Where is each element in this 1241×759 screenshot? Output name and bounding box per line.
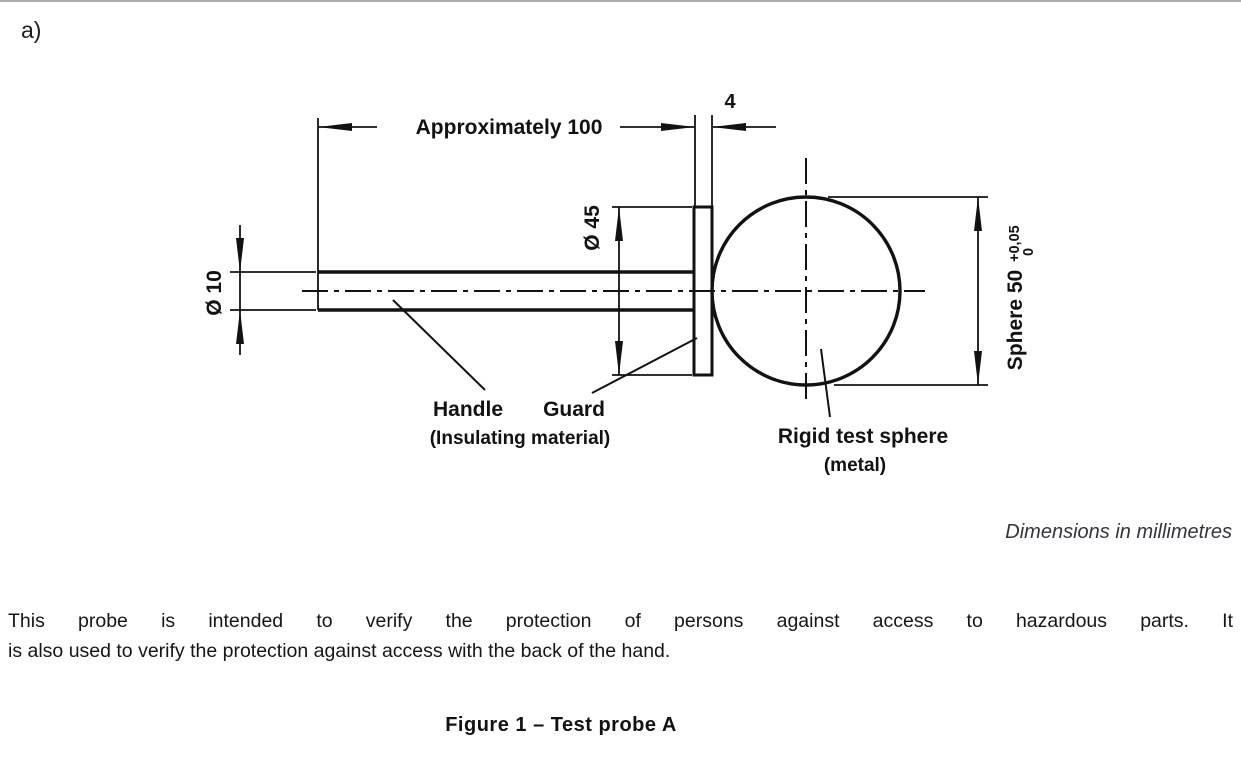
paragraph-line-1: This probe is intended to verify the pro… (8, 610, 1233, 632)
handle-label: Handle (433, 398, 503, 421)
sphere-arrow-top (974, 197, 982, 231)
handle-diameter-text: Ø 10 (203, 270, 226, 316)
sphere-label: Rigid test sphere (778, 425, 948, 448)
technical-drawing: Approximately 100 4 Ø 45 Ø 10 Sphere 50 … (0, 60, 1241, 505)
sphere-arrow-bottom (974, 351, 982, 385)
sphere-dimension-label: Sphere 50 +0,05 0 (1004, 225, 1037, 370)
paragraph-line-2: is also used to verify the protection ag… (8, 640, 671, 662)
leader-lines (392, 299, 831, 418)
sphere-dimension-text: Sphere 50 (1004, 270, 1027, 370)
length-arrow-left (318, 123, 352, 131)
handle-leader-line (392, 299, 486, 391)
length-arrow-right (661, 123, 695, 131)
handle-material-label: (Insulating material) (430, 428, 611, 449)
sphere-material-label: (metal) (824, 455, 886, 476)
list-item-label: a) (21, 17, 42, 43)
handle-arrow-bottom (236, 310, 244, 344)
guard-leader-line (591, 337, 698, 394)
dimension-lines (239, 126, 979, 385)
gap-dimension-text: 4 (724, 91, 736, 113)
guard-arrow-top (615, 207, 623, 241)
handle-arrow-top (236, 238, 244, 272)
body-paragraph: This probe is intended to verify the pro… (8, 606, 1233, 666)
dimension-arrowheads (236, 123, 982, 385)
test-probe-a-diagram: Approximately 100 4 Ø 45 Ø 10 Sphere 50 … (203, 91, 1037, 476)
dimensions-unit-note: Dimensions in millimetres (1005, 521, 1232, 543)
sphere-leader-line (820, 348, 831, 418)
guard-diameter-text: Ø 45 (581, 205, 604, 251)
guard-arrow-bottom (615, 341, 623, 375)
length-dimension-text: Approximately 100 (416, 116, 603, 139)
centerlines (302, 158, 925, 405)
guard-label: Guard (543, 398, 605, 421)
figure-caption: Figure 1 – Test probe A (445, 714, 677, 736)
page-top-border (0, 0, 1241, 2)
gap-arrow (712, 123, 746, 131)
extension-lines (230, 115, 988, 386)
sphere-tolerance-upper: +0,05 (1007, 225, 1023, 262)
sphere-tolerance-lower: 0 (1021, 248, 1037, 256)
